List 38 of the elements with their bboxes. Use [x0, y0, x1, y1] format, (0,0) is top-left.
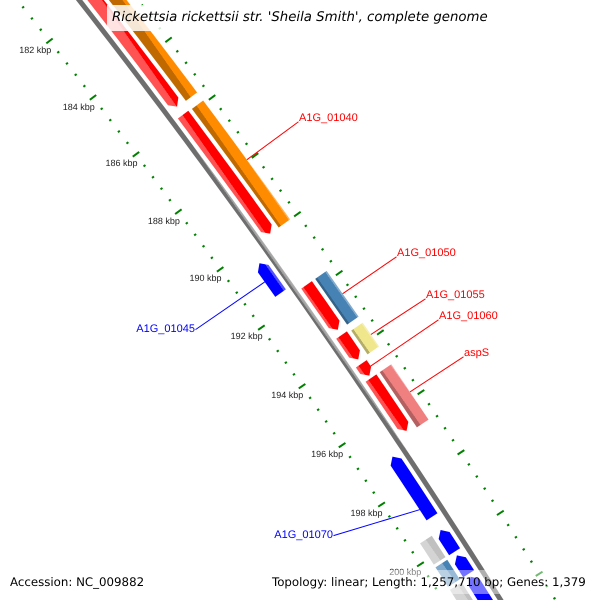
gene-bar — [420, 536, 446, 565]
scale-label: 198 kbp — [350, 508, 383, 518]
pointed-gene-bar — [454, 555, 474, 578]
gene-bar — [351, 322, 380, 354]
leader-line — [246, 121, 299, 160]
gene-label: A1G_01040 — [299, 112, 358, 124]
scale-label: 194 kbp — [271, 390, 304, 400]
gene-bar — [192, 100, 290, 228]
pointed-gene-bar — [366, 374, 408, 431]
gene-label: aspS — [464, 346, 490, 360]
leader-line — [195, 281, 266, 330]
scale-label: 184 kbp — [62, 102, 95, 112]
leader-line — [370, 298, 426, 335]
pointed-gene-bar — [390, 456, 438, 520]
pointed-gene-bar — [258, 263, 286, 297]
scale-label: 200 kbp — [389, 567, 422, 578]
gene-bar — [315, 270, 359, 325]
gene-label: A1G_01050 — [397, 246, 456, 260]
leader-line — [409, 356, 464, 392]
pointed-gene-bar — [178, 110, 272, 234]
gene-bar — [380, 364, 429, 428]
scale-label: 192 kbp — [230, 331, 263, 342]
gene-label: A1G_01070 — [274, 528, 333, 542]
leader-line — [342, 256, 397, 294]
pointed-gene-bar — [438, 530, 460, 556]
scale-label: 188 kbp — [148, 216, 180, 226]
pointed-gene-bar — [301, 281, 340, 330]
gene-label: A1G_01055 — [426, 288, 485, 302]
scale-label: 182 kbp — [19, 45, 52, 56]
pointed-gene-bar — [356, 360, 372, 376]
leader-line — [370, 319, 439, 367]
scale-label: 196 kbp — [311, 448, 344, 459]
scale-label: 186 kbp — [106, 158, 138, 169]
scale-label: 190 kbp — [190, 273, 222, 284]
gene-label: A1G_01045 — [136, 322, 195, 336]
leader-line — [333, 509, 420, 536]
pointed-gene-bar — [336, 331, 360, 360]
gene-label: A1G_01060 — [439, 310, 498, 322]
